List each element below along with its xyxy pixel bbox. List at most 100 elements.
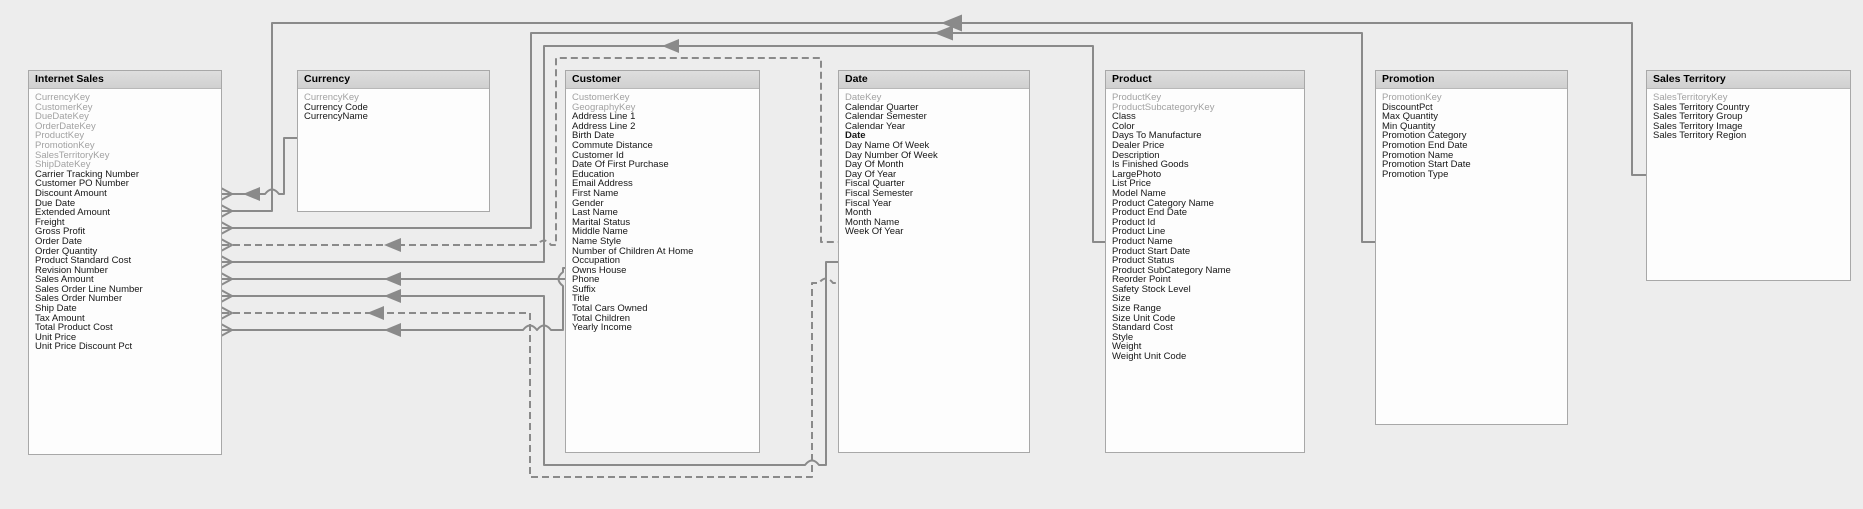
field-row[interactable]: PromotionKey: [1382, 93, 1442, 103]
field-row[interactable]: Freight: [35, 217, 65, 228]
field-row[interactable]: OrderDateKey: [35, 121, 96, 132]
field-row[interactable]: DiscountPct: [1382, 102, 1433, 113]
relationship-line[interactable]: [222, 45, 1105, 263]
field-row[interactable]: Gross Profit: [35, 227, 86, 237]
field-row[interactable]: Product Start Date: [1112, 246, 1191, 257]
field-row[interactable]: GeographyKey: [572, 102, 636, 113]
field-row[interactable]: Due Date: [35, 198, 76, 209]
field-row[interactable]: Email Address: [572, 179, 633, 189]
field-row[interactable]: Day Of Year: [845, 169, 897, 180]
field-row[interactable]: Days To Manufacture: [1112, 131, 1202, 141]
field-row[interactable]: Total Cars Owned: [572, 304, 648, 314]
field-row[interactable]: Education: [572, 169, 615, 180]
field-row[interactable]: ProductKey: [35, 131, 85, 141]
field-row[interactable]: Sales Order Number: [35, 294, 123, 305]
field-row[interactable]: CustomerKey: [572, 93, 630, 103]
relationship-line[interactable]: [222, 137, 297, 195]
field-row[interactable]: Size Range: [1112, 304, 1162, 314]
field-row[interactable]: Fiscal Quarter: [845, 179, 905, 189]
field-row[interactable]: Name Style: [572, 236, 622, 247]
field-row[interactable]: Sales Amount: [35, 275, 94, 285]
field-row[interactable]: Is Finished Goods: [1112, 160, 1189, 170]
field-row[interactable]: Product SubCategory Name: [1112, 265, 1231, 276]
field-row[interactable]: CustomerKey: [35, 102, 93, 113]
field-row[interactable]: CurrencyKey: [35, 93, 90, 103]
table-header-currency[interactable]: Currency: [298, 71, 489, 89]
field-row[interactable]: CurrencyKey: [304, 93, 359, 103]
field-row[interactable]: Month: [845, 208, 872, 218]
field-row[interactable]: Product Standard Cost: [35, 256, 132, 266]
field-row[interactable]: Standard Cost: [1112, 323, 1173, 333]
field-row[interactable]: Style: [1112, 332, 1134, 343]
field-row[interactable]: Reorder Point: [1112, 275, 1171, 285]
table-header-customer[interactable]: Customer: [566, 71, 759, 89]
field-row[interactable]: Ship Date: [35, 304, 77, 314]
field-row[interactable]: Sales Territory Group: [1653, 112, 1743, 122]
field-row[interactable]: Phone: [572, 275, 600, 285]
field-row[interactable]: ShipDateKey: [35, 160, 91, 170]
field-row[interactable]: Day Number Of Week: [845, 150, 938, 161]
field-row[interactable]: Weight Unit Code: [1112, 352, 1187, 362]
field-row[interactable]: Date Of First Purchase: [572, 160, 669, 170]
field-row[interactable]: Calendar Semester: [845, 112, 927, 122]
field-row[interactable]: Size Unit Code: [1112, 313, 1176, 324]
field-row[interactable]: Product End Date: [1112, 208, 1187, 218]
field-row[interactable]: Calendar Quarter: [845, 102, 919, 113]
field-row[interactable]: Day Of Month: [845, 160, 904, 170]
field-row[interactable]: Sales Order Line Number: [35, 284, 143, 295]
field-row[interactable]: LargePhoto: [1112, 169, 1162, 180]
field-row[interactable]: Product Name: [1112, 236, 1173, 247]
field-row[interactable]: Product Status: [1112, 256, 1175, 266]
field-row[interactable]: DateKey: [845, 93, 882, 103]
field-row[interactable]: List Price: [1112, 179, 1152, 189]
field-row[interactable]: Order Quantity: [35, 246, 98, 257]
relationship-line[interactable]: [222, 267, 565, 331]
field-row[interactable]: Dealer Price: [1112, 140, 1165, 151]
table-header-date[interactable]: Date: [839, 71, 1029, 89]
field-row[interactable]: ProductSubcategoryKey: [1112, 102, 1215, 113]
field-row[interactable]: ProductKey: [1112, 93, 1162, 103]
field-row[interactable]: Month Name: [845, 217, 900, 228]
field-row[interactable]: Title: [572, 294, 590, 305]
field-row[interactable]: Sales Territory Image: [1653, 121, 1743, 132]
field-row[interactable]: Sales Territory Country: [1653, 102, 1750, 113]
field-row[interactable]: Unit Price: [35, 332, 77, 343]
field-row[interactable]: Weight: [1112, 342, 1142, 353]
field-row[interactable]: Product Category Name: [1112, 198, 1214, 209]
field-row[interactable]: Size: [1112, 294, 1131, 305]
field-row[interactable]: Promotion Category: [1382, 131, 1467, 141]
field-row[interactable]: Customer Id: [572, 150, 624, 161]
table-header-sales-territory[interactable]: Sales Territory: [1647, 71, 1850, 89]
field-row[interactable]: Product Id: [1112, 217, 1156, 228]
field-row[interactable]: Calendar Year: [845, 121, 906, 132]
field-row[interactable]: Tax Amount: [35, 313, 85, 324]
field-row[interactable]: Middle Name: [572, 227, 628, 237]
field-row[interactable]: Class: [1112, 112, 1136, 122]
field-row[interactable]: Number of Children At Home: [572, 246, 694, 257]
field-row[interactable]: PromotionKey: [35, 140, 95, 151]
field-row[interactable]: Extended Amount: [35, 208, 110, 218]
field-row[interactable]: Discount Amount: [35, 188, 107, 199]
table-header-promotion[interactable]: Promotion: [1376, 71, 1567, 89]
field-row[interactable]: Promotion Type: [1382, 169, 1449, 180]
field-row[interactable]: CurrencyName: [304, 112, 368, 122]
field-row[interactable]: Promotion Start Date: [1382, 160, 1471, 170]
field-row[interactable]: Total Children: [572, 313, 631, 324]
field-row[interactable]: Unit Price Discount Pct: [35, 342, 133, 353]
field-row[interactable]: DueDateKey: [35, 112, 89, 122]
table-header-internet-sales[interactable]: Internet Sales: [29, 71, 221, 89]
field-row[interactable]: Date: [845, 131, 866, 141]
field-row[interactable]: Week Of Year: [845, 227, 904, 237]
field-row[interactable]: Address Line 2: [572, 121, 636, 132]
field-row[interactable]: Commute Distance: [572, 140, 653, 151]
field-row[interactable]: Promotion Name: [1382, 150, 1454, 161]
field-row[interactable]: Birth Date: [572, 131, 615, 141]
field-row[interactable]: Description: [1112, 150, 1160, 161]
field-row[interactable]: SalesTerritoryKey: [1653, 93, 1728, 103]
